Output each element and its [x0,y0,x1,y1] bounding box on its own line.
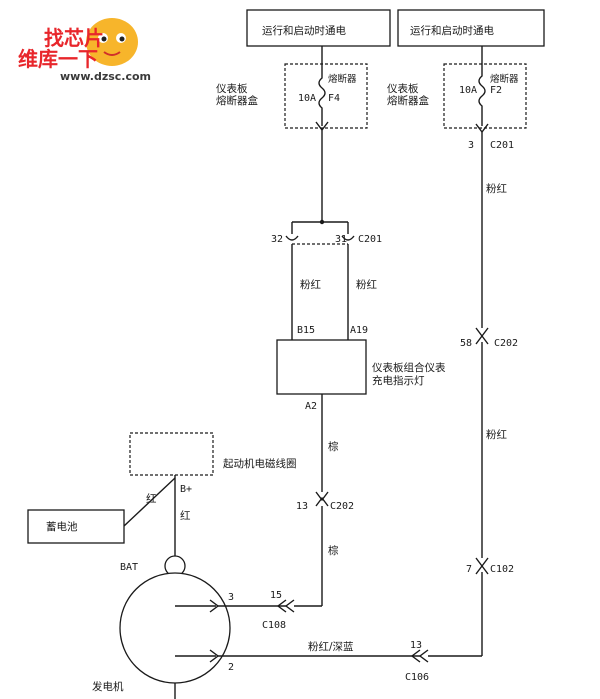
connector-arrow-icon [475,564,489,575]
c202-mid: 13 C202 棕 [296,491,354,606]
c102-label: C102 [490,564,514,575]
wire-brown-bottom: 棕 [328,544,339,557]
c201-left: 32 31 C201 粉红 粉红 [271,221,382,340]
c108-pin: 15 [270,590,282,601]
fuse-box-left-label-2: 熔断器盒 [216,94,258,107]
cluster-label-1: 仪表板组合仪表 [372,361,446,374]
battery: 蓄电池 红 [27,477,176,544]
c106-pin: 13 [410,640,422,651]
fuse-name-left: 熔断器 [328,73,357,85]
wire-pink-b: 粉红 [356,278,377,291]
watermark-line2: 维库一下 [18,47,98,71]
wire-red-bplus: 红 [180,509,191,522]
c106-label: C106 [405,672,429,683]
fuse-box-left-label-1: 仪表板 [216,82,248,95]
connector-arrow-icon [475,557,489,568]
fuse-box-right-label-2: 熔断器盒 [387,94,429,107]
connector-icon [285,235,299,241]
fuse-box-right-label-1: 仪表板 [387,82,419,95]
connector-arrow-icon [410,649,421,663]
connector-arrow-icon [418,649,429,663]
c108-label: C108 [262,620,286,631]
cluster-label-2: 充电指示灯 [372,374,425,387]
wire-pink-a: 粉红 [300,278,321,291]
c201-left-label: C201 [358,234,382,245]
connector-arrow-icon [315,496,329,507]
connector-icon [341,235,355,241]
power-label-right: 运行和启动时通电 [410,24,494,37]
c202-right-pin: 58 [460,338,472,349]
c108: 15 C108 [218,590,322,631]
fuse-name-right: 熔断器 [490,73,519,85]
wire-pink-darkblue: 粉红/深蓝 [308,640,354,653]
mascot-face-icon [86,18,138,66]
generator: BAT 发电机 3 2 [92,555,234,699]
connector-arrow-icon [475,327,489,338]
c202-mid-pin: 13 [296,501,308,512]
cluster-box [276,339,367,395]
c201-right-pin: 3 [468,140,474,151]
starter-box [129,432,214,476]
c201-left-pin-a: 32 [271,234,283,245]
fuse-box-left: 仪表板 熔断器盒 熔断器 10A F4 [216,46,368,225]
cluster-pin-a2: A2 [305,401,317,412]
fuse-f2-icon [478,64,486,126]
fuse-box-left-frame [284,63,368,129]
wire-pink-right-mid: 粉红 [486,428,507,441]
fuse-rating-left: 10A [298,93,316,104]
c201-right-label: C201 [490,140,514,151]
watermark-logo: 找芯片 维库一下 www.dzsc.com [18,18,151,83]
generator-circle-icon [119,572,231,684]
instrument-cluster: B15 A19 仪表板组合仪表 充电指示灯 A2 棕 [276,325,446,492]
starter-solenoid: 起动机电磁线圈 B+ 红 [129,432,297,556]
c106: 粉红/深蓝 13 C106 [218,640,482,683]
generator-label: 发电机 [92,680,124,693]
wire-brown-top: 棕 [328,440,339,453]
fuse-id-left: F4 [328,93,340,104]
connector-arrow-icon [315,491,329,502]
cluster-pin-a19: A19 [350,325,368,336]
watermark-line1: 找芯片 [44,26,104,50]
fuse-box-right: 仪表板 熔断器盒 熔断器 10A F2 3 C201 粉红 [387,46,527,328]
power-box-right [397,9,545,47]
wire-pink-right-top: 粉红 [486,182,507,195]
cluster-pin-b15: B15 [297,325,315,336]
c102: 7 C102 [466,557,514,656]
battery-label: 蓄电池 [46,520,78,533]
wire-red-battery: 红 [146,492,157,505]
battery-box [27,509,125,544]
fuse-f4-icon [318,64,326,126]
power-box-left [246,9,391,47]
starter-pin: B+ [180,484,192,495]
generator-pin-2: 2 [228,662,234,673]
starter-label: 起动机电磁线圈 [223,457,297,470]
watermark-url: www.dzsc.com [60,70,151,83]
fuse-id-right: F2 [490,85,502,96]
c202-mid-label: C202 [330,501,354,512]
generator-pin-3: 3 [228,592,234,603]
c202-right-label: C202 [494,338,518,349]
power-label-left: 运行和启动时通电 [262,24,346,37]
c202-right: 58 C202 粉红 [460,327,518,558]
connector-arrow-icon [475,334,489,345]
c201-left-pin-b: 31 [335,234,347,245]
generator-bat: BAT [120,562,138,573]
fuse-rating-right: 10A [459,85,477,96]
connector-arrow-icon [276,599,287,613]
c102-pin: 7 [466,564,472,575]
connector-arrow-icon [284,599,295,613]
